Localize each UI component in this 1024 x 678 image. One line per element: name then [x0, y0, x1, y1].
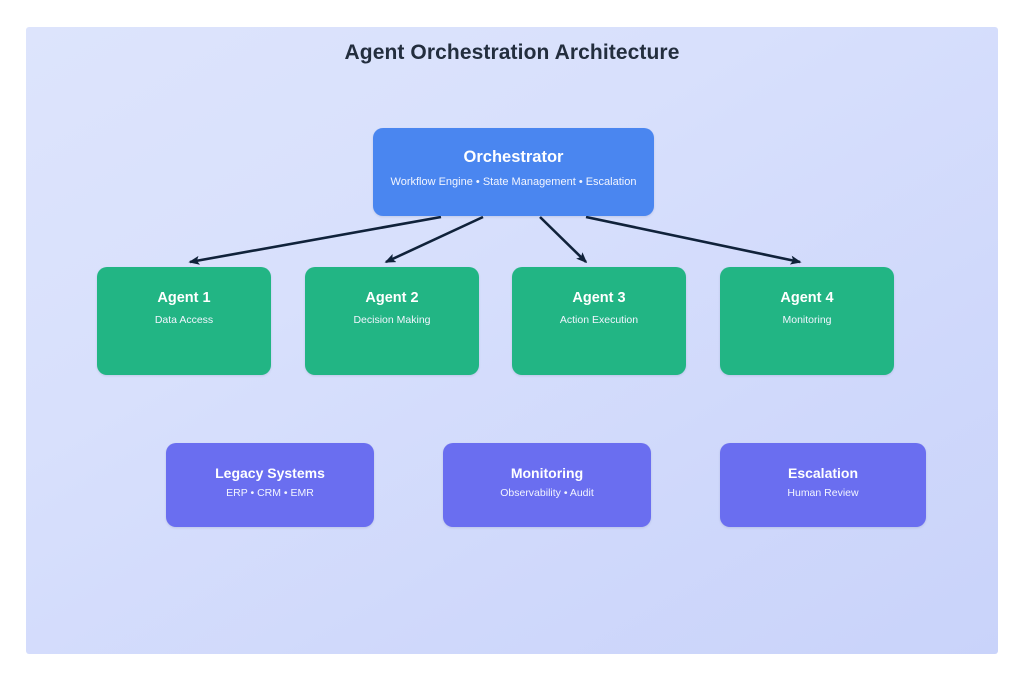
node-agent-1[interactable]: Agent 1 Data Access	[97, 267, 271, 375]
node-escalation[interactable]: Escalation Human Review	[720, 443, 926, 527]
node-agent-3-subtitle: Action Execution	[559, 314, 639, 326]
node-legacy-systems-subtitle: ERP • CRM • EMR	[226, 487, 314, 499]
node-agent-2-subtitle: Decision Making	[353, 314, 431, 326]
node-orchestrator-title: Orchestrator	[463, 148, 564, 166]
page-title: Agent Orchestration Architecture	[344, 41, 680, 64]
node-agent-1-title: Agent 1	[157, 290, 211, 306]
node-agent-3[interactable]: Agent 3 Action Execution	[512, 267, 686, 375]
node-monitoring-title: Monitoring	[510, 465, 584, 481]
node-agent-2-title: Agent 2	[365, 290, 419, 306]
node-escalation-subtitle: Human Review	[787, 487, 859, 499]
node-agent-4-title: Agent 4	[780, 290, 834, 306]
node-agent-3-title: Agent 3	[572, 290, 626, 306]
node-agent-4[interactable]: Agent 4 Monitoring	[720, 267, 894, 375]
node-monitoring[interactable]: Monitoring Observability • Audit	[443, 443, 651, 527]
node-legacy-systems[interactable]: Legacy Systems ERP • CRM • EMR	[166, 443, 374, 527]
node-agent-4-subtitle: Monitoring	[782, 314, 832, 326]
node-legacy-systems-title: Legacy Systems	[215, 465, 325, 481]
node-agent-1-subtitle: Data Access	[154, 314, 214, 326]
node-orchestrator[interactable]: Orchestrator Workflow Engine • State Man…	[373, 128, 654, 216]
node-escalation-title: Escalation	[787, 465, 859, 481]
node-agent-2[interactable]: Agent 2 Decision Making	[305, 267, 479, 375]
node-monitoring-subtitle: Observability • Audit	[500, 487, 594, 499]
node-orchestrator-subtitle: Workflow Engine • State Management • Esc…	[390, 176, 637, 188]
